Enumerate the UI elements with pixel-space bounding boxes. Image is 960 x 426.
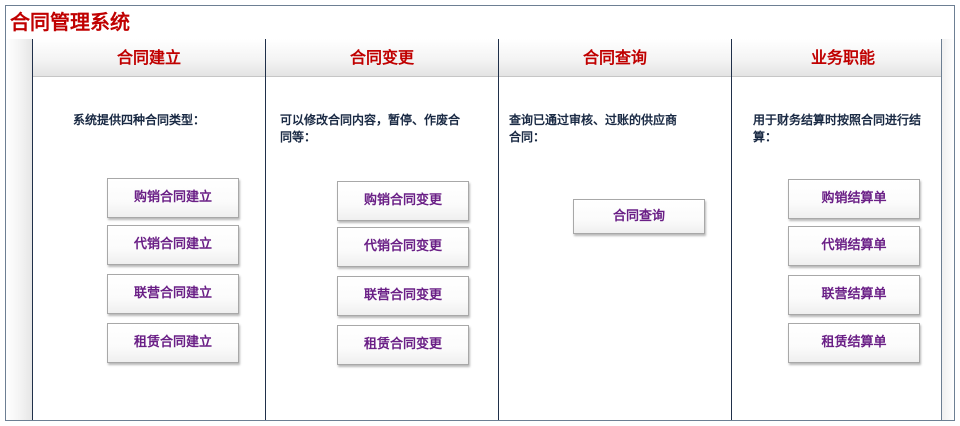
column-header-contract-query: 合同查询: [499, 39, 731, 77]
purchase-contract-create-button[interactable]: 购销合同建立: [107, 178, 239, 218]
contract-query-button[interactable]: 合同查询: [573, 199, 705, 234]
consignment-settlement-button[interactable]: 代销结算单: [788, 226, 920, 266]
main-content: 合同建立 系统提供四种合同类型： 购销合同建立 代销合同建立 联营合同建立 租赁…: [33, 39, 954, 420]
column-contract-query: 合同查询 查询已通过审核、过账的供应商合同： 合同查询: [499, 39, 732, 420]
lease-contract-change-button[interactable]: 租赁合同变更: [337, 325, 469, 365]
description-contract-query: 查询已通过审核、过账的供应商合同：: [509, 113, 678, 144]
app-title: 合同管理系统: [10, 10, 130, 34]
consignment-contract-create-button[interactable]: 代销合同建立: [107, 225, 239, 265]
app-window: 合同管理系统 合同建立 系统提供四种合同类型： 购销合同建立 代销合同建立 联营…: [5, 5, 955, 421]
column-business-functions: 业务职能 用于财务结算时按照合同进行结算： 购销结算单 代销结算单 联营结算单 …: [732, 39, 954, 420]
joint-contract-change-button[interactable]: 联营合同变更: [337, 276, 469, 316]
description-contract-create: 系统提供四种合同类型：: [73, 113, 206, 127]
joint-contract-create-button[interactable]: 联营合同建立: [107, 274, 239, 314]
column-header-business-functions: 业务职能: [732, 39, 954, 77]
left-margin-strip: [6, 39, 33, 420]
column-header-contract-create: 合同建立: [33, 39, 265, 77]
right-margin-strip: [941, 39, 954, 420]
purchase-settlement-button[interactable]: 购销结算单: [788, 179, 920, 219]
joint-settlement-button[interactable]: 联营结算单: [788, 275, 920, 315]
column-header-contract-change: 合同变更: [266, 39, 498, 77]
description-contract-change: 可以修改合同内容，暂停、作废合同等：: [280, 113, 461, 144]
title-bar: 合同管理系统: [6, 6, 954, 40]
description-business-functions: 用于财务结算时按照合同进行结算：: [753, 113, 922, 144]
lease-contract-create-button[interactable]: 租赁合同建立: [107, 323, 239, 363]
column-contract-change: 合同变更 可以修改合同内容，暂停、作废合同等： 购销合同变更 代销合同变更 联营…: [266, 39, 499, 420]
purchase-contract-change-button[interactable]: 购销合同变更: [337, 181, 469, 221]
consignment-contract-change-button[interactable]: 代销合同变更: [337, 227, 469, 267]
column-contract-create: 合同建立 系统提供四种合同类型： 购销合同建立 代销合同建立 联营合同建立 租赁…: [33, 39, 266, 420]
lease-settlement-button[interactable]: 租赁结算单: [788, 323, 920, 363]
